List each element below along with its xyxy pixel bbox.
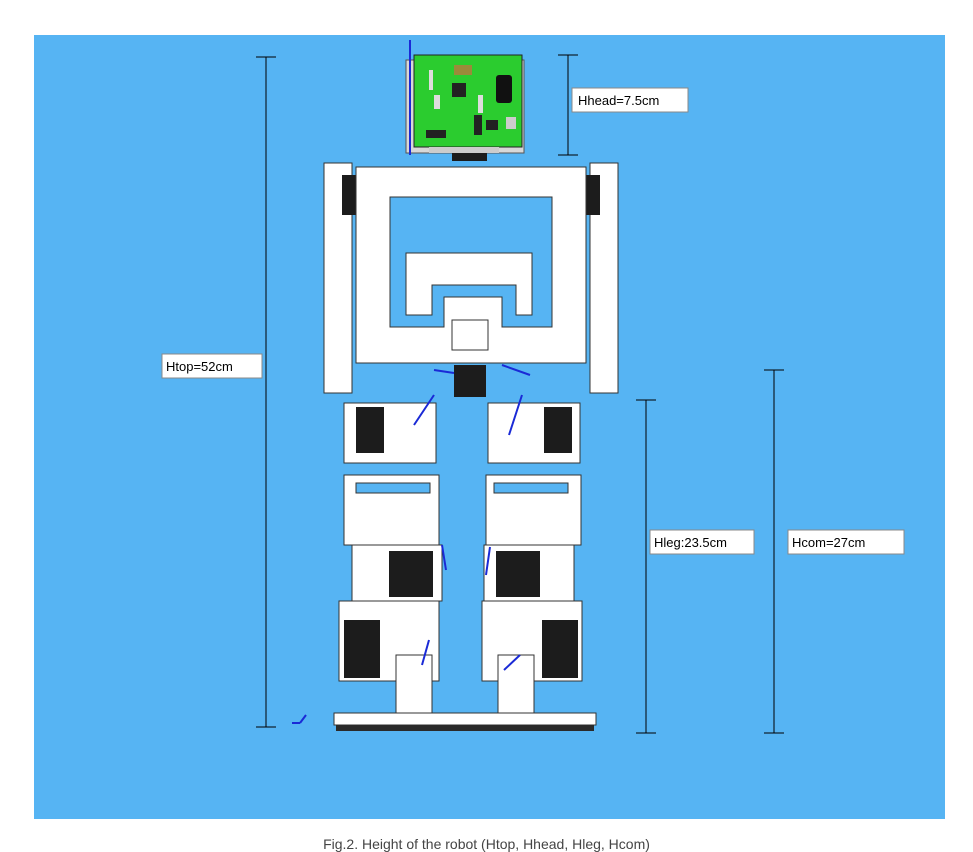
hcom-label: Hcom=27cm (792, 535, 865, 550)
hleg-label: Hleg:23.5cm (654, 535, 727, 550)
feet (333, 712, 597, 731)
figure-caption: Fig.2. Height of the robot (Htop, Hhead,… (323, 836, 650, 852)
right-leg (481, 402, 583, 721)
dimension-lines (256, 54, 784, 734)
head-control-board (405, 54, 525, 161)
dimension-leg: Hleg:23.5cm (649, 529, 755, 555)
left-leg (338, 402, 443, 721)
coordinate-arrows (292, 40, 531, 724)
dimension-com: Hcom=27cm (787, 529, 905, 555)
robot-diagram: Hhead=7.5cm Htop=52cm Hleg:23.5cm Hcom=2… (34, 35, 945, 819)
dimension-head: Hhead=7.5cm (571, 87, 689, 113)
torso-frame (323, 162, 619, 397)
htop-label: Htop=52cm (166, 359, 233, 374)
dimension-top: Htop=52cm (161, 353, 263, 379)
hhead-label: Hhead=7.5cm (578, 93, 659, 108)
cad-viewport: Hhead=7.5cm Htop=52cm Hleg:23.5cm Hcom=2… (34, 35, 945, 819)
